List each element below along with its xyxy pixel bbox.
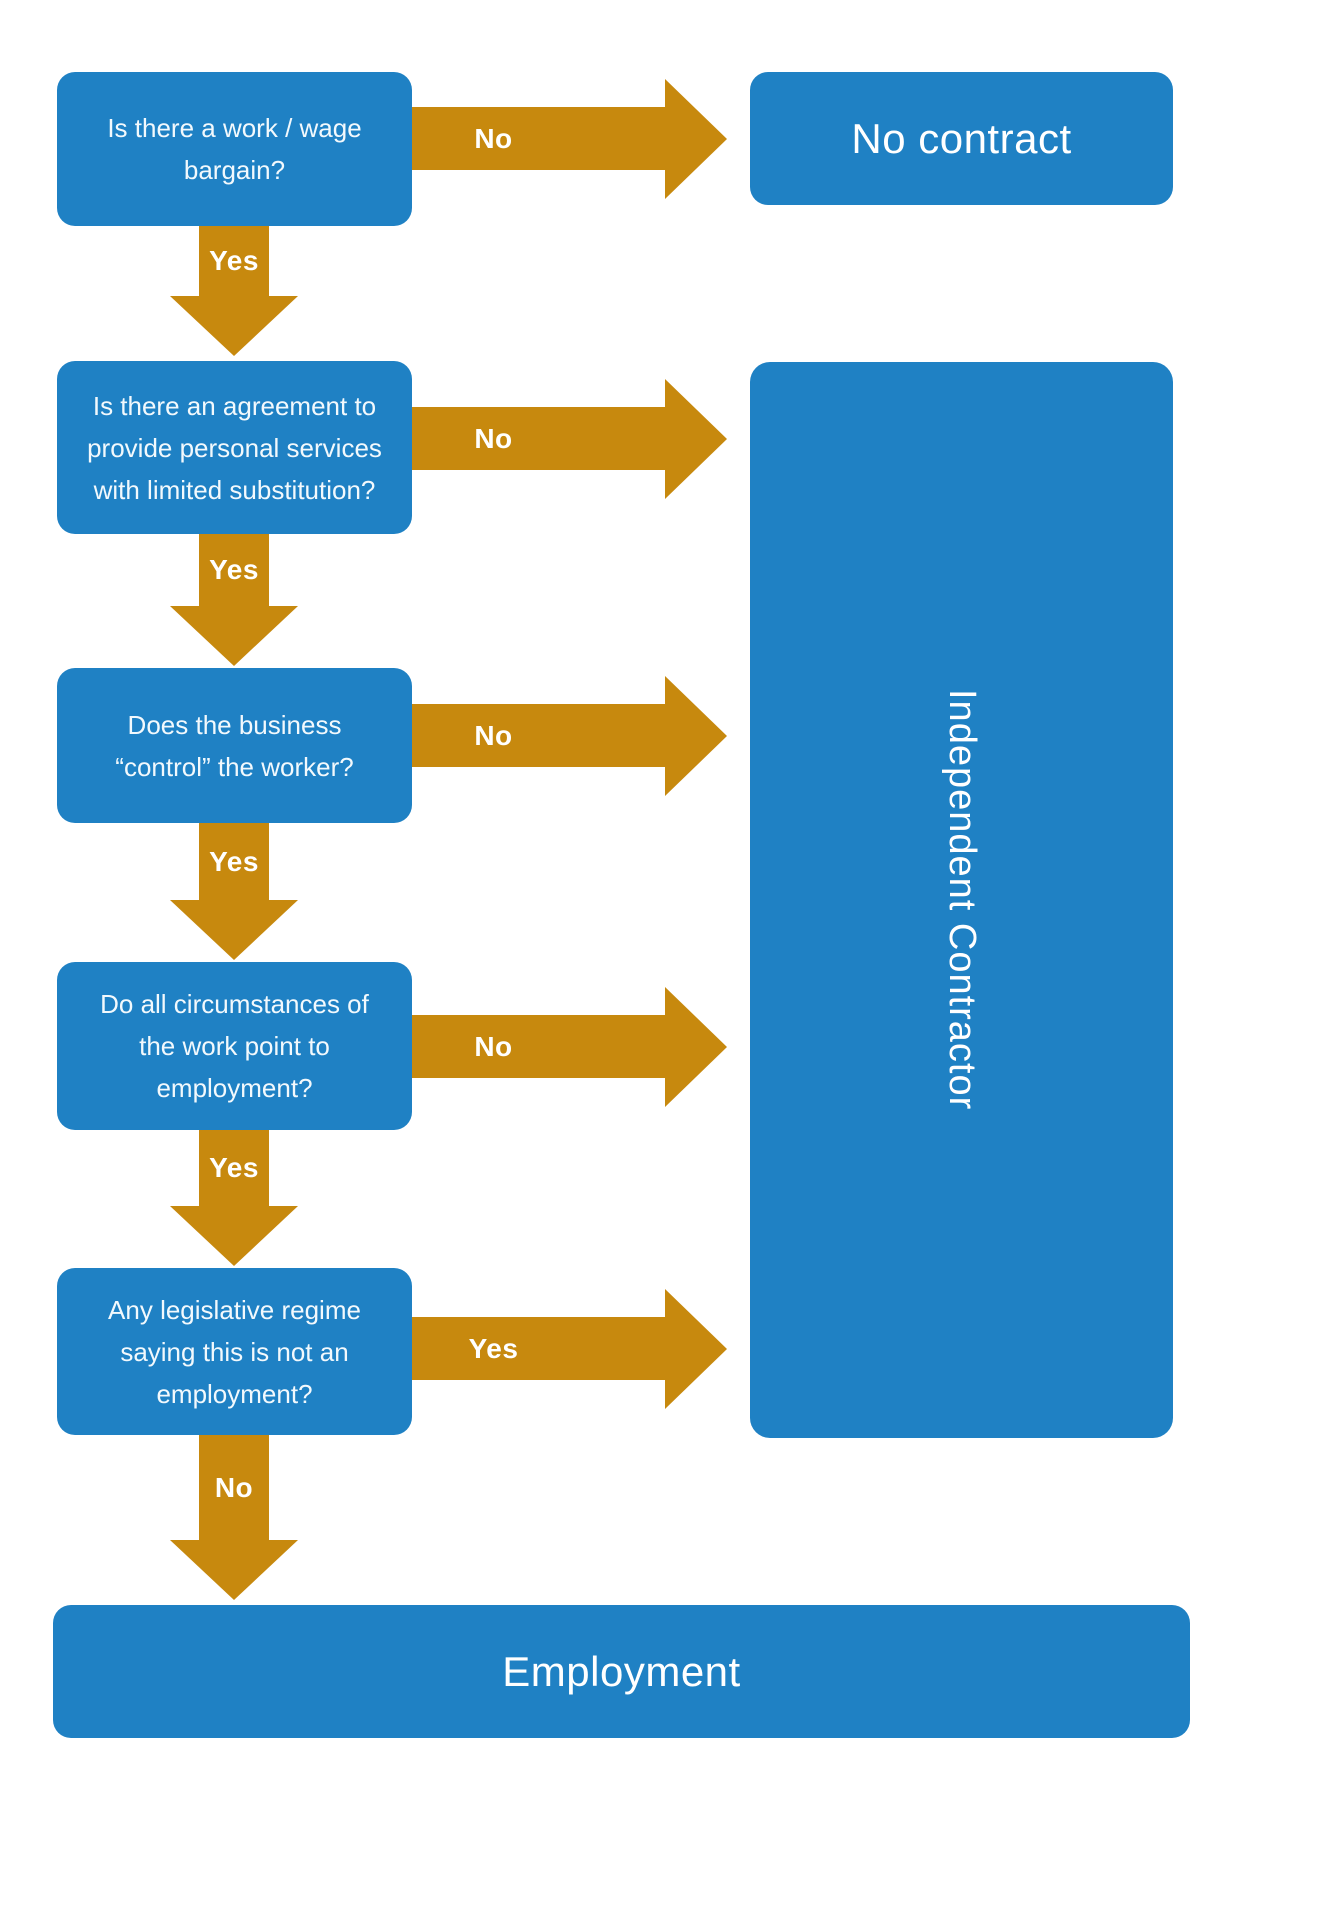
arrow-q1-to-q2: Yes — [199, 226, 269, 296]
arrow-q2-to-q3: Yes — [199, 534, 269, 606]
edge-label-q2-no: No — [474, 422, 513, 454]
edge-label-q5-yes: Yes — [468, 1332, 519, 1364]
node-question-personal-services-text: Is there an agreement to provide persona… — [87, 390, 382, 505]
edge-label-q5-no: No — [214, 1471, 254, 1503]
node-outcome-no-contract: No contract — [750, 72, 1173, 205]
arrow-q5-to-employment: No — [199, 1435, 269, 1540]
node-question-work-wage-bargain: Is there a work / wage bargain? — [57, 72, 412, 226]
arrow-q4-to-q5: Yes — [199, 1130, 269, 1206]
node-question-legislative-regime-text: Any legislative regime saying this is no… — [108, 1294, 361, 1409]
node-outcome-employment: Employment — [53, 1605, 1190, 1738]
node-question-legislative-regime: Any legislative regime saying this is no… — [57, 1268, 412, 1435]
node-question-business-control-text: Does the business “control” the worker? — [115, 709, 354, 782]
edge-label-q4-no: No — [474, 1030, 513, 1062]
edge-label-q4-yes: Yes — [209, 1152, 259, 1183]
edge-label-q1-yes: Yes — [209, 245, 259, 276]
node-question-work-wage-bargain-text: Is there a work / wage bargain? — [107, 113, 362, 185]
node-question-personal-services: Is there an agreement to provide persona… — [57, 361, 412, 534]
edge-label-q3-yes: Yes — [209, 845, 259, 877]
node-question-circumstances-employment: Do all circumstances of the work point t… — [57, 962, 412, 1130]
node-question-business-control: Does the business “control” the worker? — [57, 668, 412, 823]
arrow-q4-to-independent-contractor: No — [412, 1015, 665, 1078]
arrow-q3-to-independent-contractor: No — [412, 704, 665, 767]
edge-label-q2-yes: Yes — [209, 554, 259, 585]
arrow-q2-to-independent-contractor: No — [412, 407, 665, 470]
node-outcome-independent-contractor: Independent Contractor — [750, 362, 1173, 1438]
arrow-q3-to-q4: Yes — [199, 823, 269, 900]
arrow-q5-to-independent-contractor: Yes — [412, 1317, 665, 1380]
edge-label-q1-no: No — [474, 122, 513, 154]
node-question-circumstances-employment-text: Do all circumstances of the work point t… — [100, 989, 369, 1103]
node-outcome-no-contract-text: No contract — [851, 114, 1072, 162]
edge-label-q3-no: No — [474, 719, 513, 751]
arrow-q1-to-no-contract: No — [412, 107, 665, 170]
node-outcome-independent-contractor-text: Independent Contractor — [941, 689, 983, 1111]
node-outcome-employment-text: Employment — [502, 1647, 741, 1695]
